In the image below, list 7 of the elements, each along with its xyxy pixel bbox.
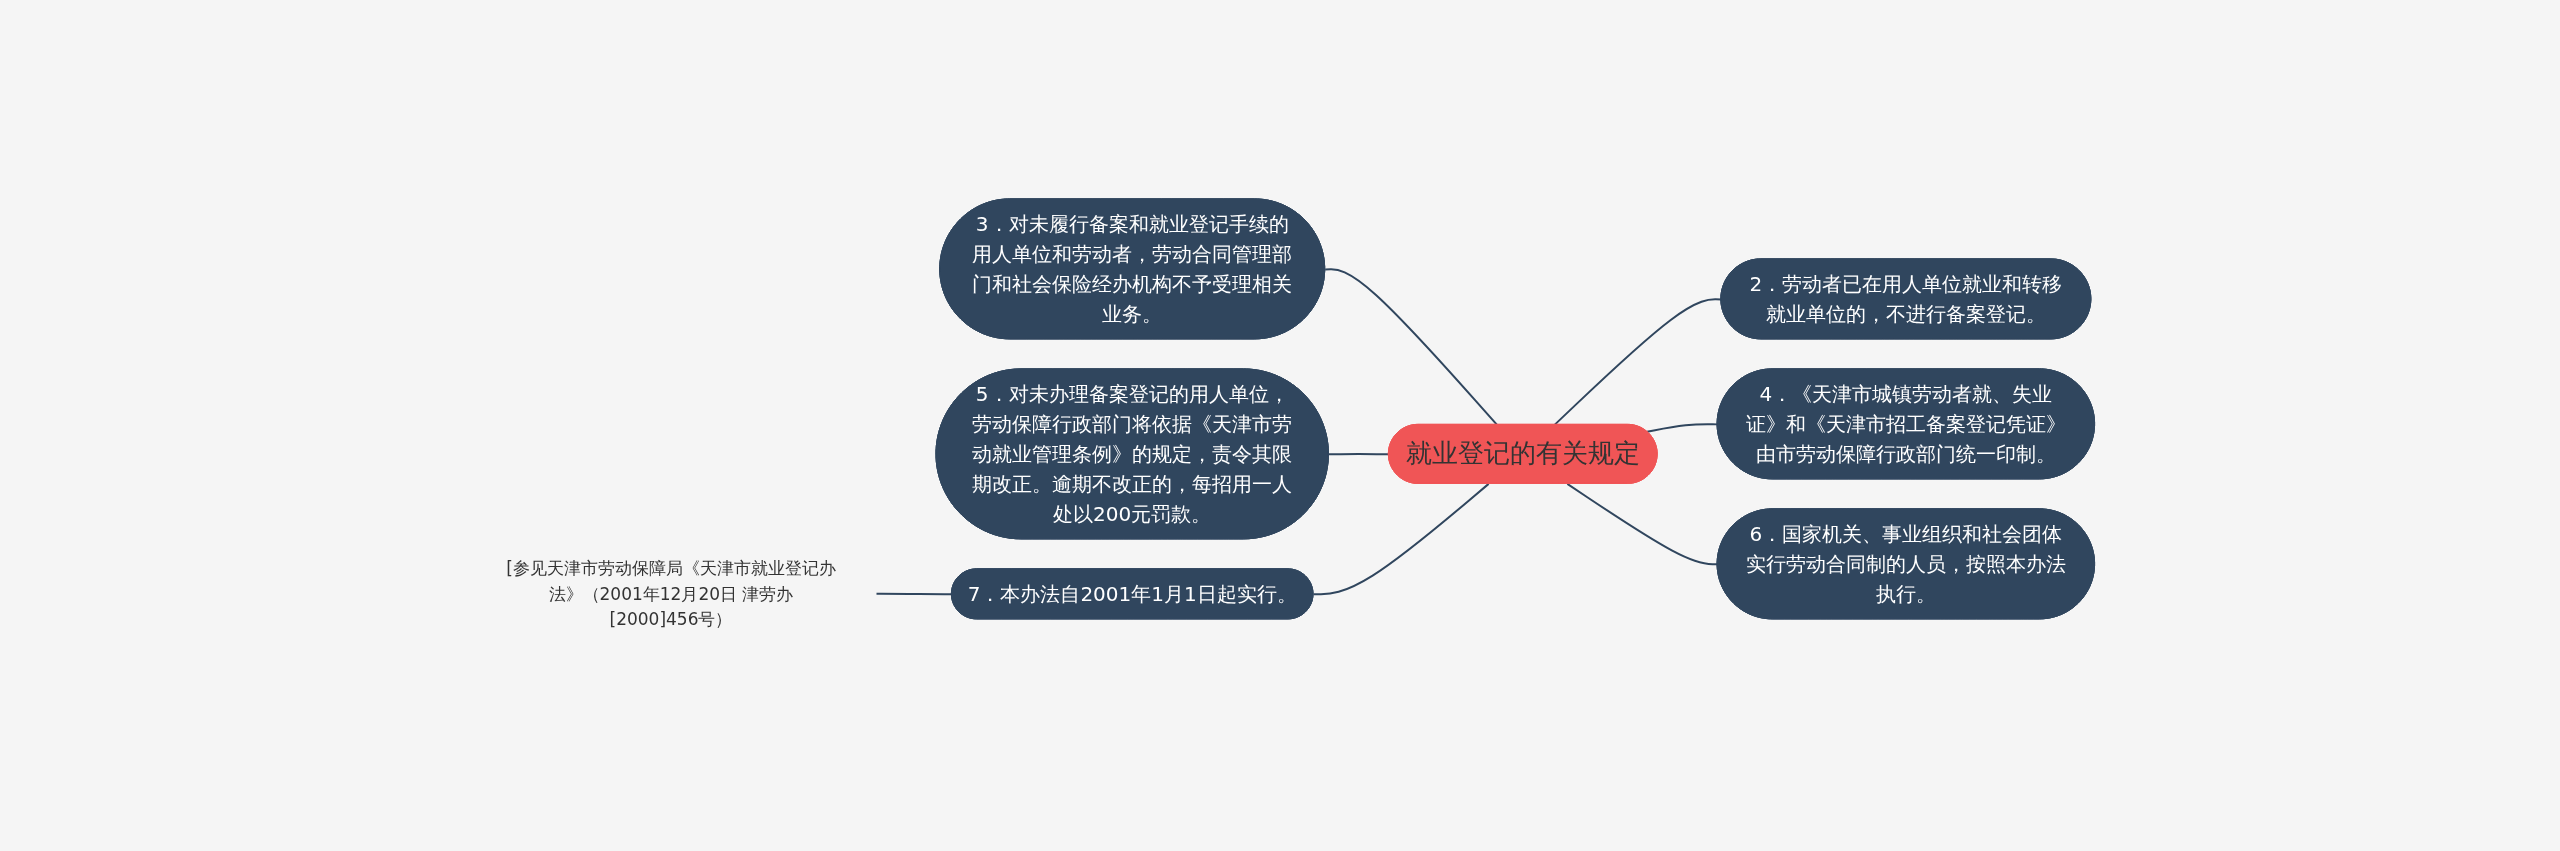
- connector: [1566, 482, 1719, 566]
- connector: [1323, 268, 1498, 426]
- connector: [874, 592, 953, 596]
- connector: [1312, 482, 1490, 596]
- node-text: [参见天津市劳动保障局《天津市就业登记办法》（2001年12月20日 津劳办[2000]456号）: [505, 557, 836, 629]
- connector: [1645, 423, 1719, 433]
- connector: [1327, 453, 1390, 456]
